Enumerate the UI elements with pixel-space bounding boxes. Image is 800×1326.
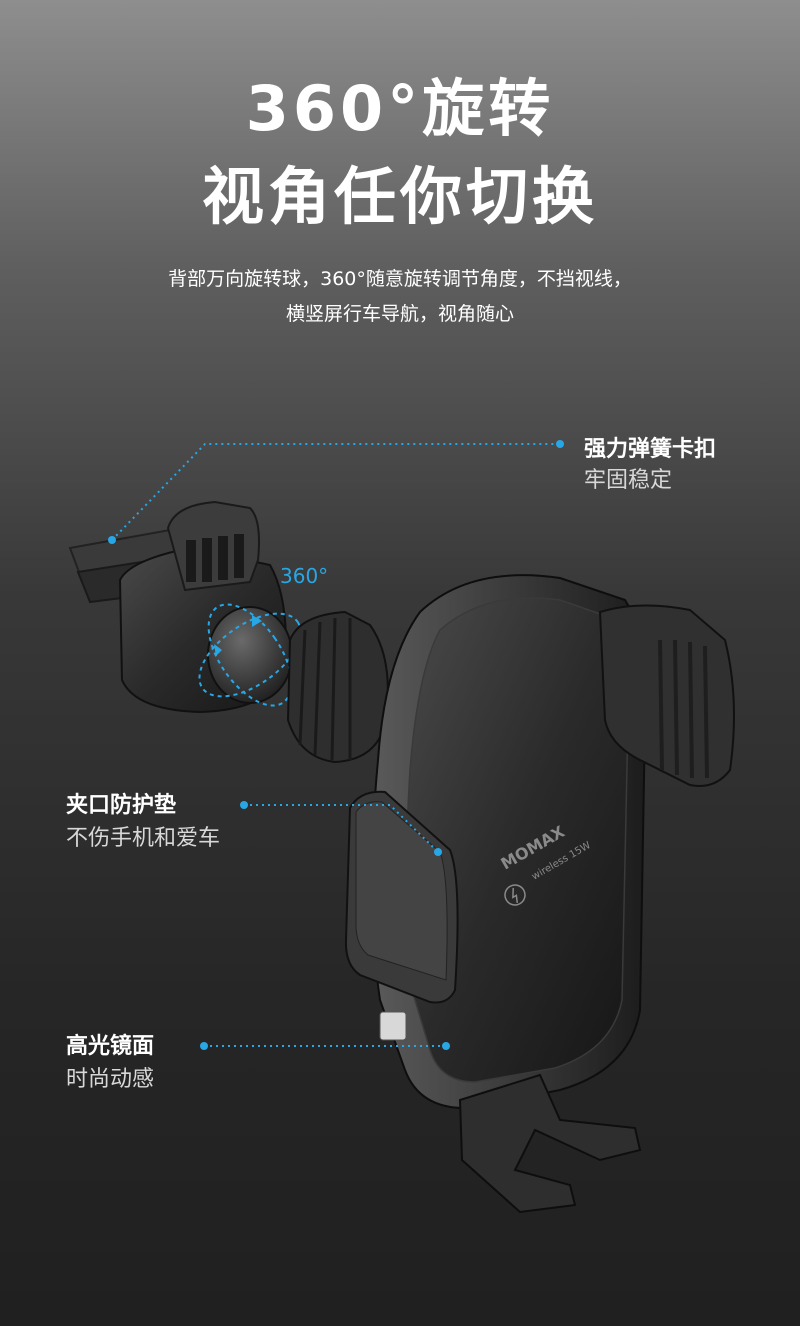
callout-glossy-finish-subtitle: 时尚动感 <box>66 1067 155 1092</box>
subtitle-line-2: 横竖屏行车导航，视角随心 <box>285 303 514 325</box>
locking-nut <box>286 610 389 764</box>
headline-line-1: 360°旋转 <box>245 72 555 145</box>
rotation-label: 360° <box>280 564 329 588</box>
callout-clamp-pad-subtitle: 不伤手机和爱车 <box>66 826 221 851</box>
headline-line-2: 视角任你切换 <box>201 160 598 233</box>
callout-spring-clip-title: 强力弹簧卡扣 <box>584 437 717 462</box>
ball-joint <box>198 603 302 707</box>
bottom-support <box>458 1073 642 1214</box>
vent-clip <box>68 500 287 714</box>
right-grip-arm <box>598 604 735 787</box>
callout-clamp-pad-title: 夹口防护垫 <box>66 793 177 818</box>
left-grip-arm <box>344 790 459 1041</box>
wireless-charging-icon <box>504 884 526 906</box>
subtitle-line-1: 背部万向旋转球，360°随意旋转调节角度，不挡视线， <box>168 268 632 290</box>
callout-spring-clip-subtitle: 牢固稳定 <box>584 468 673 493</box>
callout-glossy-finish-title: 高光镜面 <box>66 1034 155 1059</box>
